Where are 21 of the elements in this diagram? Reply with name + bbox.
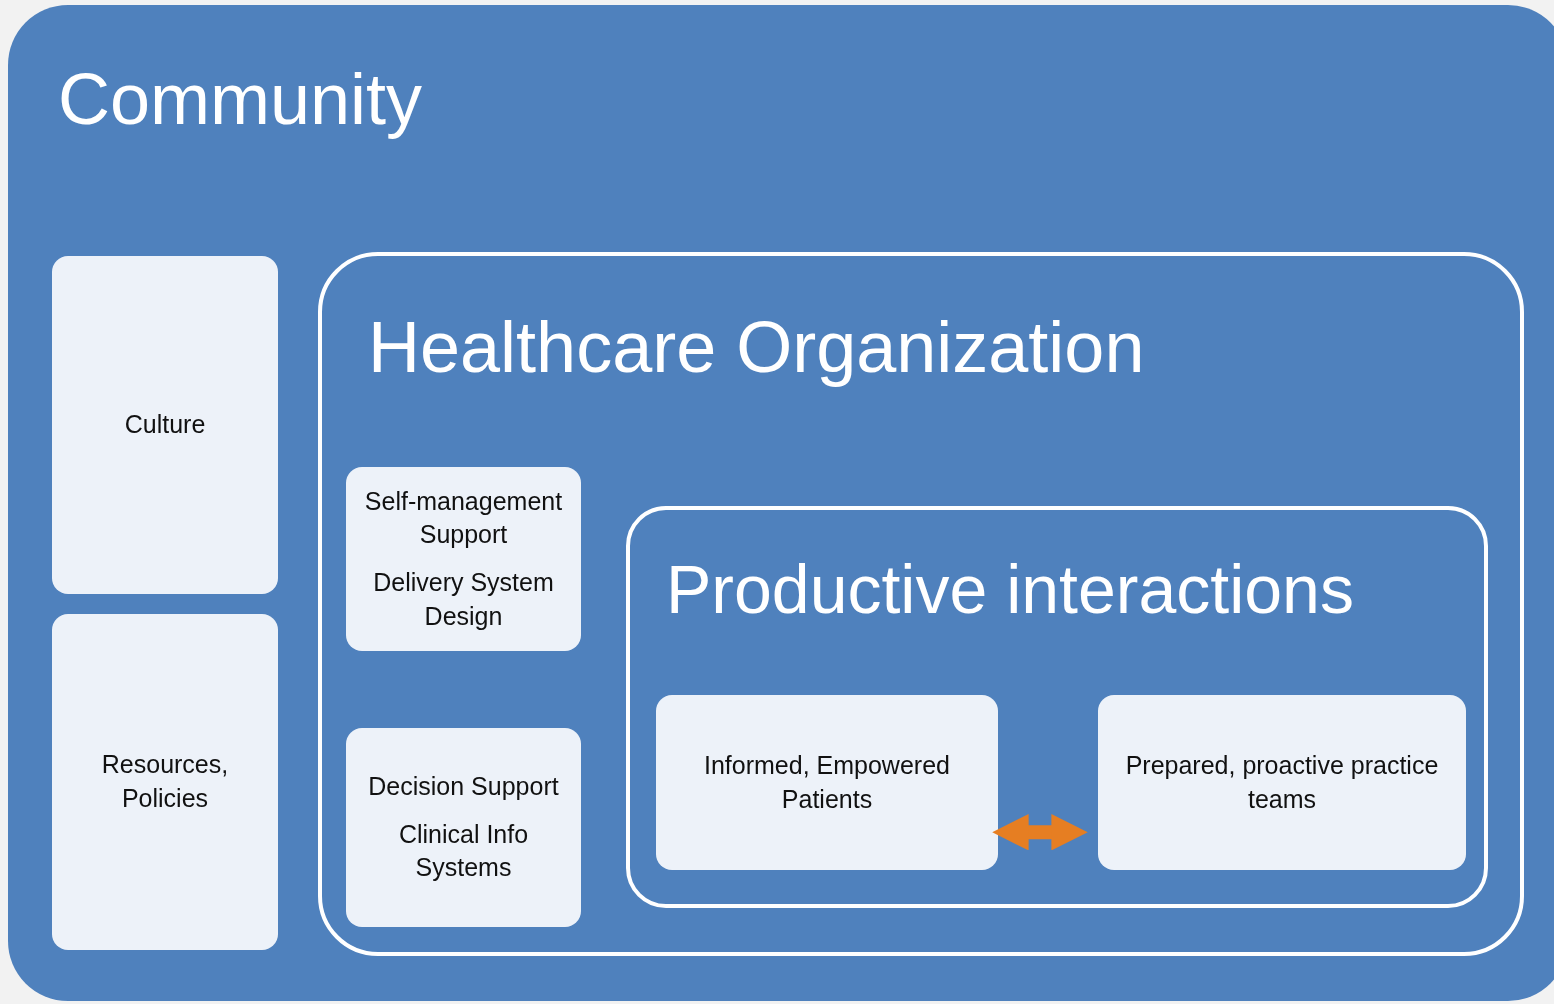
- interactions-panel: [626, 506, 1488, 908]
- process-box: [656, 695, 998, 870]
- box-text: Resources, Policies: [100, 749, 230, 814]
- box-text: Culture: [124, 409, 206, 441]
- box-text: Self-management Support: [363, 485, 564, 551]
- process-box: [1098, 695, 1466, 870]
- process-box: [52, 256, 278, 594]
- process-box: [346, 467, 581, 651]
- box-text: Informed, Empowered Patients: [703, 749, 951, 815]
- box-text: Decision Support: [368, 770, 559, 802]
- panel-title: Healthcare Organization: [368, 308, 1145, 388]
- panel-title: Community: [58, 60, 423, 140]
- double-arrow: [992, 814, 1088, 851]
- process-box: [52, 614, 278, 950]
- box-text: Delivery System Design: [372, 567, 555, 632]
- panel-title: Productive interactions: [666, 552, 1354, 627]
- community-panel: [8, 5, 1554, 1001]
- box-text: Prepared, proactive practice teams: [1124, 749, 1440, 815]
- box-text: Clinical Info Systems: [397, 818, 530, 884]
- organization-panel: [318, 252, 1524, 956]
- process-box: [346, 728, 581, 927]
